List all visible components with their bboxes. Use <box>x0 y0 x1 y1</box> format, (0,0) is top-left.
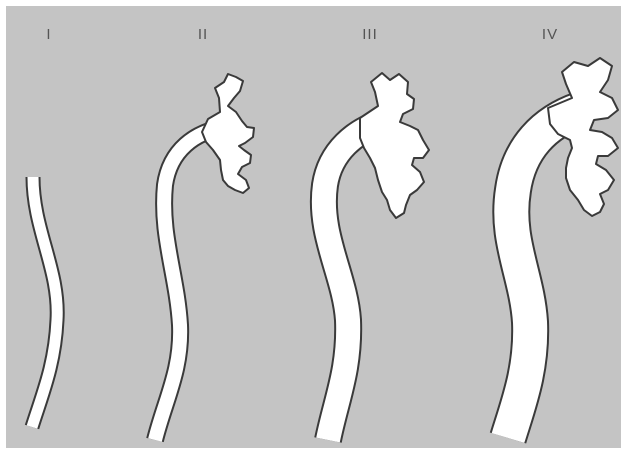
stage-2-figure <box>155 74 254 440</box>
stage-2-renal-pelvis <box>202 74 254 193</box>
stage-3-renal-pelvis <box>360 73 429 218</box>
stage-1-ureter <box>32 177 57 427</box>
stage-1-figure <box>32 177 57 427</box>
stage-2-ureter <box>155 127 225 440</box>
stage-4-figure <box>508 58 618 438</box>
stage-3-figure <box>324 73 429 440</box>
